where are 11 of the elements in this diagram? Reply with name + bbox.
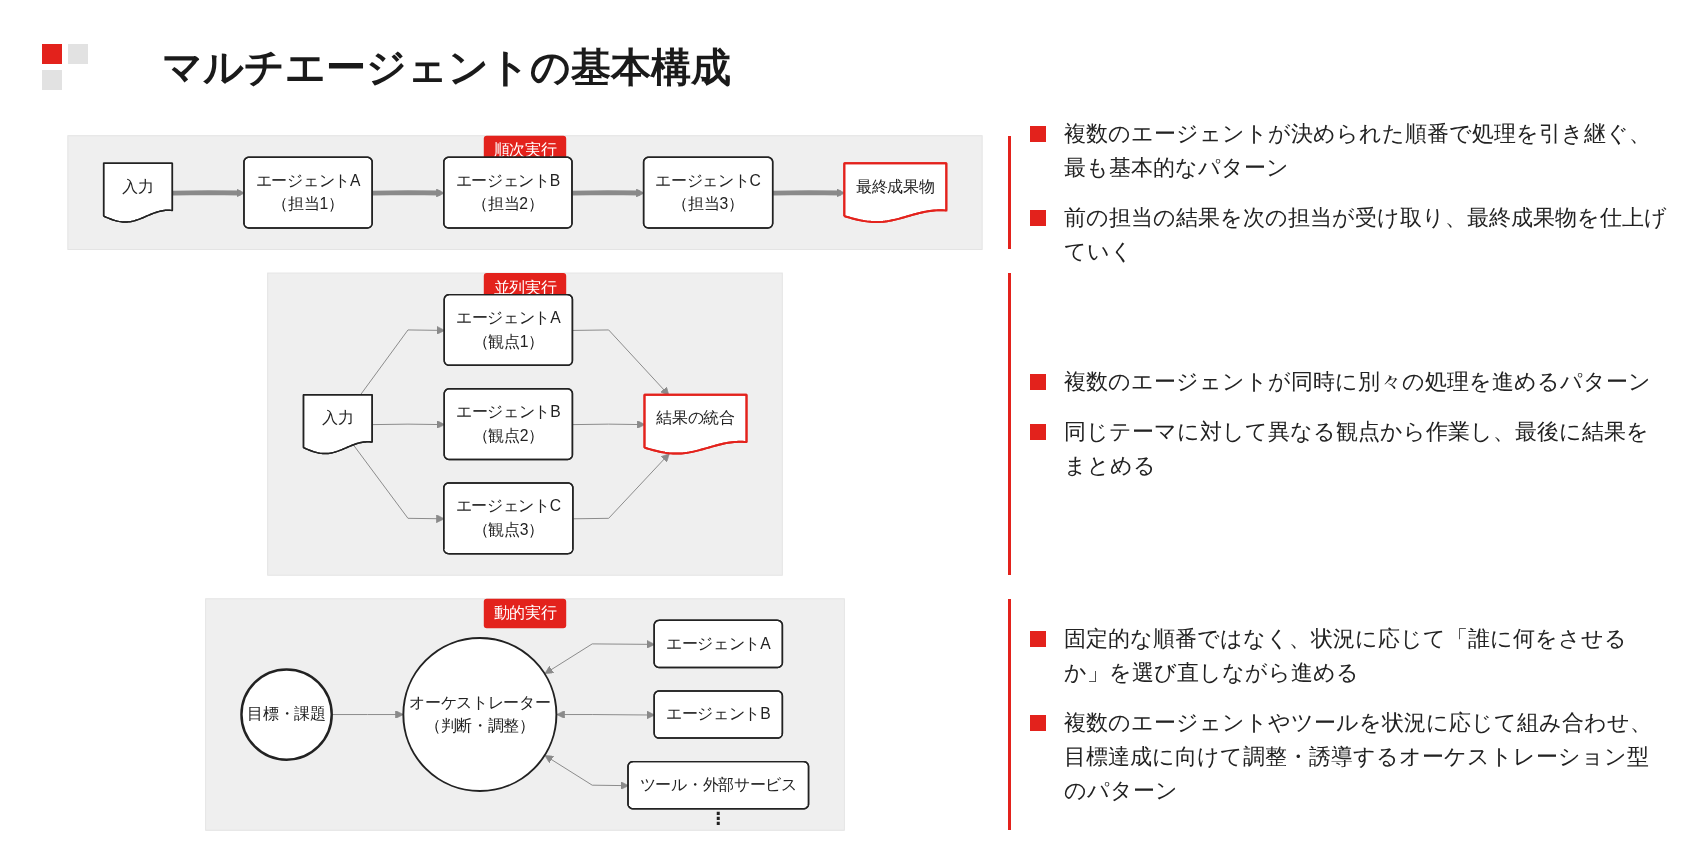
bullet-text: 複数のエージェントが同時に別々の処理を進めるパターン xyxy=(1064,368,1651,397)
node-circle: 目標・課題 xyxy=(240,668,333,761)
node-circle: オーケストレーター （判断・調整） xyxy=(402,637,558,793)
bullet-text: 同じテーマに対して異なる観点から作業し、最後に結果をまとめる xyxy=(1064,418,1650,481)
bullet-text: 固定的な順番ではなく、状況に応じて「誰に何をさせるか」を選び直しながら進める xyxy=(1064,624,1628,687)
arrow xyxy=(773,188,846,198)
bullet-text: 前の担当の結果を次の担当が受け取り、最終成果物を仕上げていく xyxy=(1064,203,1668,266)
slide-title: マルチエージェントの基本構成 xyxy=(162,44,731,91)
bullet-text: 複数のエージェントやツールを状況に応じて組み合わせ、目標達成に向けて調整・誘導するオーケストレーション型のパターン xyxy=(1064,708,1653,805)
bullet-text: 複数のエージェントが決められた順番で処理を引き継ぐ、最も基本的なパターン xyxy=(1064,119,1652,182)
vertical-ellipsis: ⋮ xyxy=(709,809,727,827)
